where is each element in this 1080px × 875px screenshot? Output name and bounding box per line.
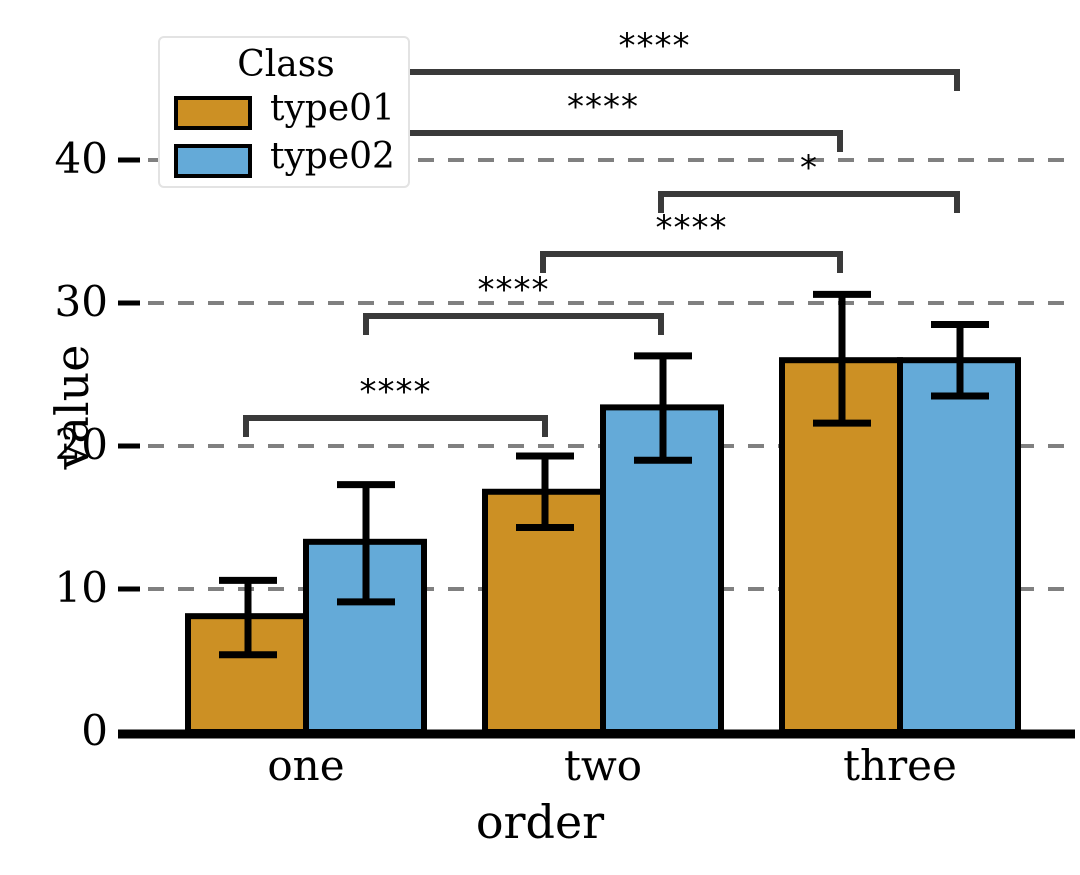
- xtick-label-two: two: [563, 741, 643, 790]
- ytick-label-20: 20: [54, 420, 108, 469]
- bar-group-two: [482, 404, 724, 736]
- sig-label-6: ****: [618, 26, 691, 66]
- errorbar-three-type01: [813, 290, 871, 427]
- sig-bracket-5: [363, 130, 843, 152]
- errorbar-three-type02: [931, 320, 989, 400]
- sig-label-1: ****: [359, 372, 432, 412]
- sig-bracket-2: [363, 313, 664, 335]
- xtick-label-three: three: [843, 741, 957, 790]
- ytick-label-0: 0: [81, 706, 108, 755]
- sig-bracket-1: [243, 415, 548, 437]
- y-axis-title: value: [45, 344, 99, 470]
- ytick-label-40: 40: [54, 134, 108, 183]
- sig-bracket-6: [349, 69, 960, 91]
- legend-label-type01: type01: [270, 88, 395, 129]
- y-tick-marks: [118, 157, 140, 592]
- sig-label-4: *: [800, 148, 818, 188]
- legend-item-type02[interactable]: type02: [174, 136, 400, 184]
- legend-swatch-type01: [174, 96, 252, 130]
- legend-label-type02: type02: [270, 136, 395, 177]
- legend-swatch-type02: [174, 144, 252, 178]
- ytick-label-30: 30: [54, 277, 108, 326]
- bar-group-one: [185, 538, 427, 735]
- errorbar-two-type01: [516, 452, 574, 532]
- x-axis-title: order: [475, 795, 605, 849]
- sig-label-5: ****: [567, 87, 639, 127]
- sig-bracket-4: [658, 191, 960, 213]
- legend[interactable]: Class type01 type02: [158, 36, 410, 188]
- bar-group-three: [779, 357, 1021, 735]
- ytick-label-10: 10: [54, 563, 108, 612]
- errorbar-one-type02: [337, 481, 395, 606]
- sig-label-3: ****: [655, 208, 728, 248]
- errorbar-two-type02: [634, 352, 692, 464]
- errorbar-one-type01: [219, 576, 277, 659]
- sig-bracket-3: [540, 251, 843, 273]
- error-bars: [219, 290, 989, 659]
- sig-label-2: ****: [477, 270, 550, 310]
- legend-title: Class: [237, 44, 335, 85]
- xtick-label-one: one: [267, 741, 345, 790]
- bar-three-type02: [897, 357, 1021, 735]
- legend-item-type01[interactable]: type01: [174, 88, 400, 136]
